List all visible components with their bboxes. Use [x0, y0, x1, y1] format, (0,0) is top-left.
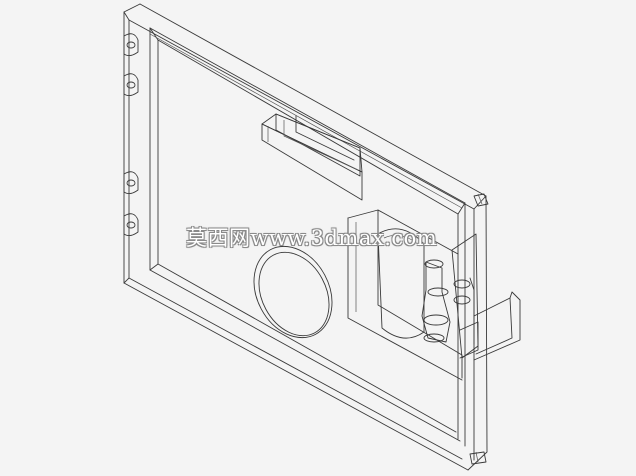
recessed-pocket: [347, 209, 463, 381]
mounting-tab-4: [123, 213, 139, 237]
cylinder-component: [421, 259, 451, 343]
mounting-tab-2: [123, 73, 139, 97]
hinge-bracket: [451, 233, 521, 361]
watermark-text: 莫西网www.3dmax.com: [186, 226, 438, 250]
circular-cutout: [253, 245, 333, 339]
inner-frame: [149, 27, 466, 447]
connector-block: [261, 113, 363, 201]
mounting-tab-3: [123, 171, 139, 195]
corner-detail-top: [473, 193, 489, 207]
mounting-tab-1: [123, 33, 139, 57]
corner-detail-bottom: [469, 451, 487, 465]
